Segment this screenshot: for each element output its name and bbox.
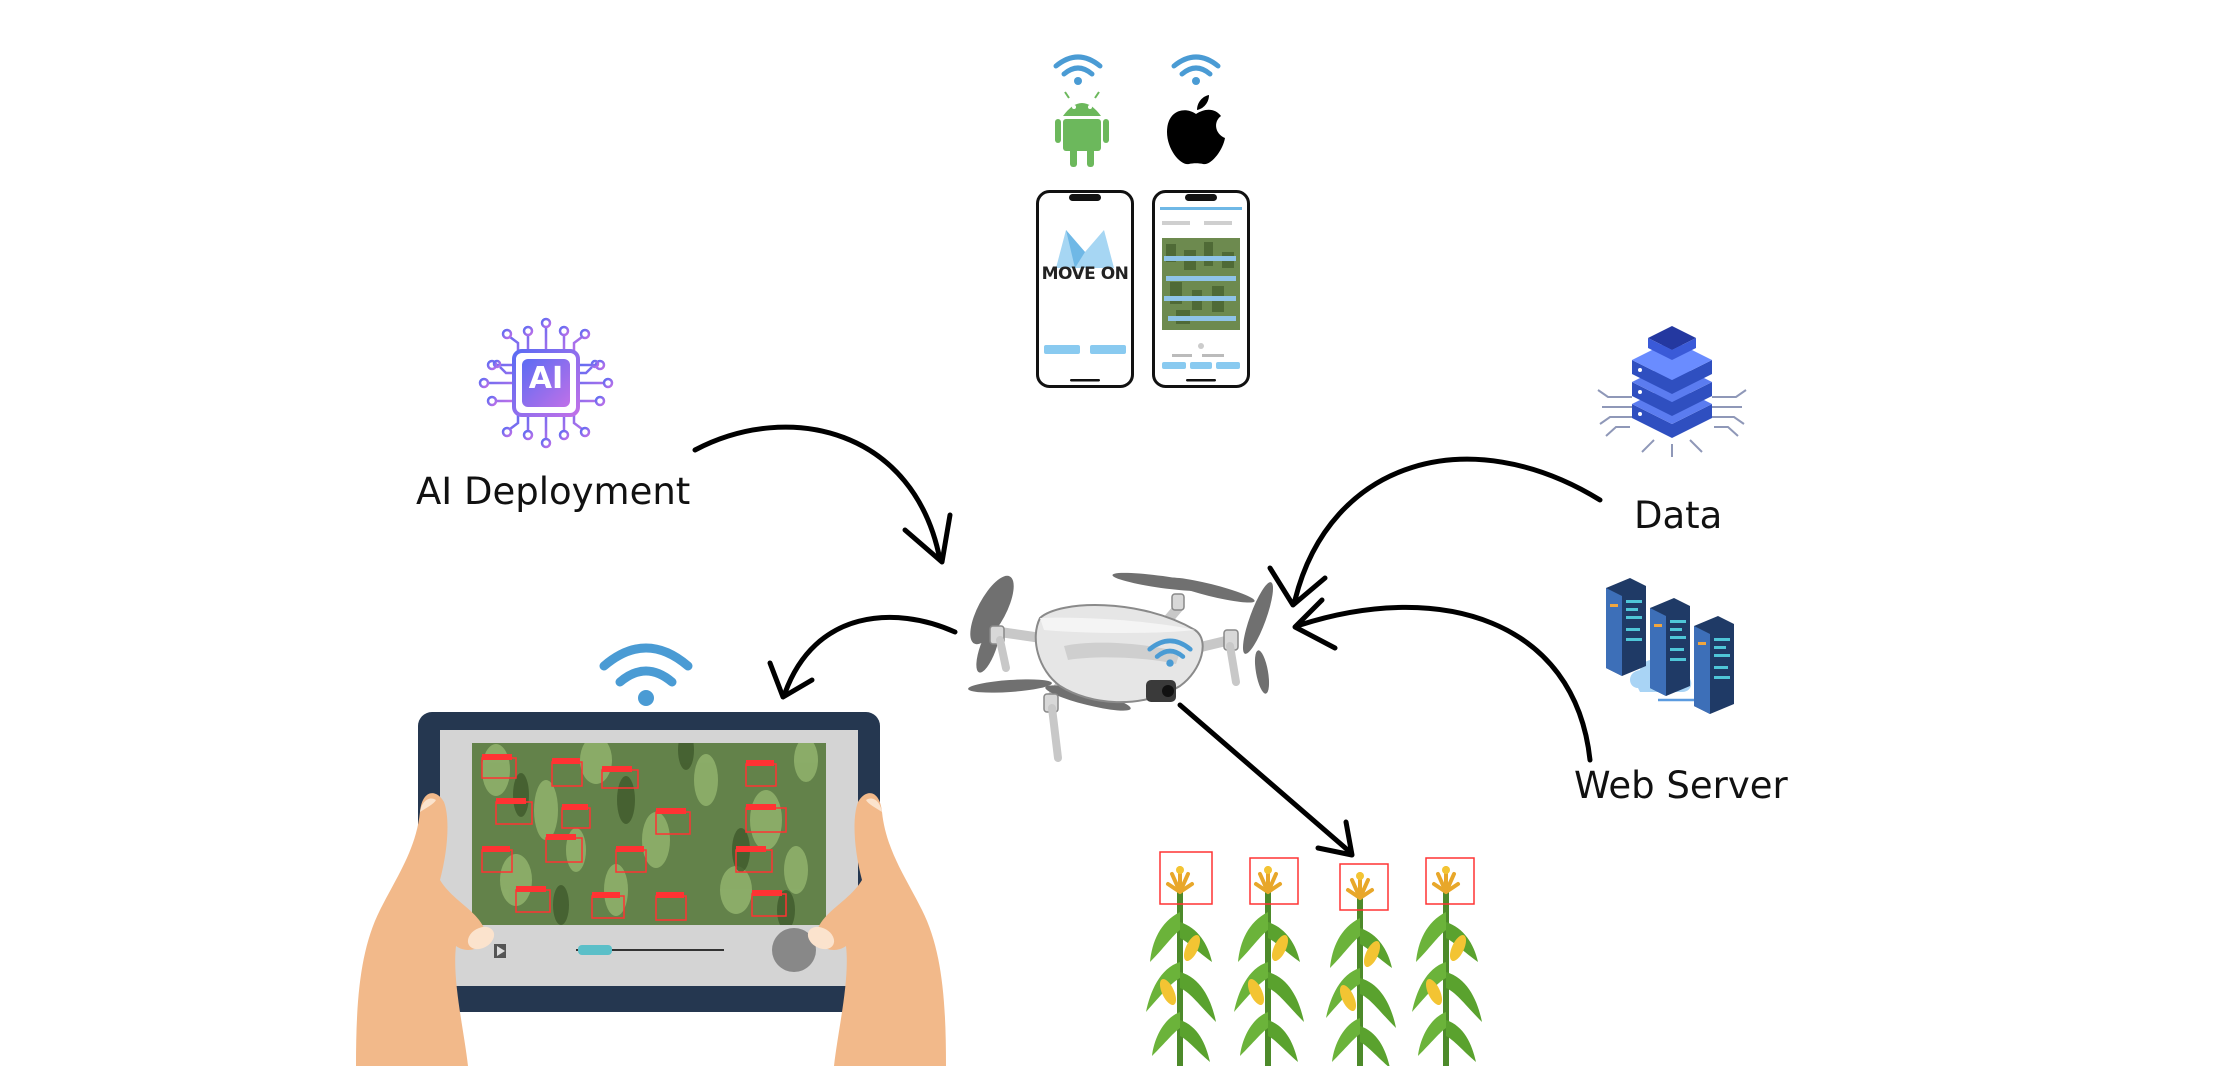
web-server-label: Web Server	[1574, 764, 1788, 807]
ai-deployment-label: AI Deployment	[416, 470, 691, 513]
phone-detection-screen	[1152, 190, 1250, 388]
web-server-icon	[1606, 578, 1734, 714]
ai-chip-label: AI	[528, 361, 564, 396]
arrow-data-to-drone	[1292, 456, 1603, 603]
wifi-icon	[1147, 638, 1193, 667]
database-icon	[1597, 326, 1747, 457]
tablet-icon	[356, 712, 946, 1066]
data-label: Data	[1634, 494, 1723, 537]
wifi-icon	[1171, 54, 1221, 85]
arrow-ai-to-drone	[692, 424, 943, 563]
wifi-icon	[1053, 54, 1103, 85]
arrow-drone-to-tablet	[782, 614, 958, 696]
wifi-icon	[599, 643, 693, 706]
apple-icon	[1167, 95, 1225, 165]
app-logo-text: MOVE ON	[1041, 264, 1129, 284]
android-icon	[1055, 91, 1109, 167]
arrow-drone-to-crops	[1177, 702, 1353, 855]
ai-chip-icon	[478, 317, 614, 449]
corn-plant-icon	[1140, 851, 1520, 1066]
drone-icon	[968, 572, 1274, 762]
arrow-webserver-to-drone	[1297, 605, 1593, 763]
phone-login-screen	[1036, 190, 1134, 388]
